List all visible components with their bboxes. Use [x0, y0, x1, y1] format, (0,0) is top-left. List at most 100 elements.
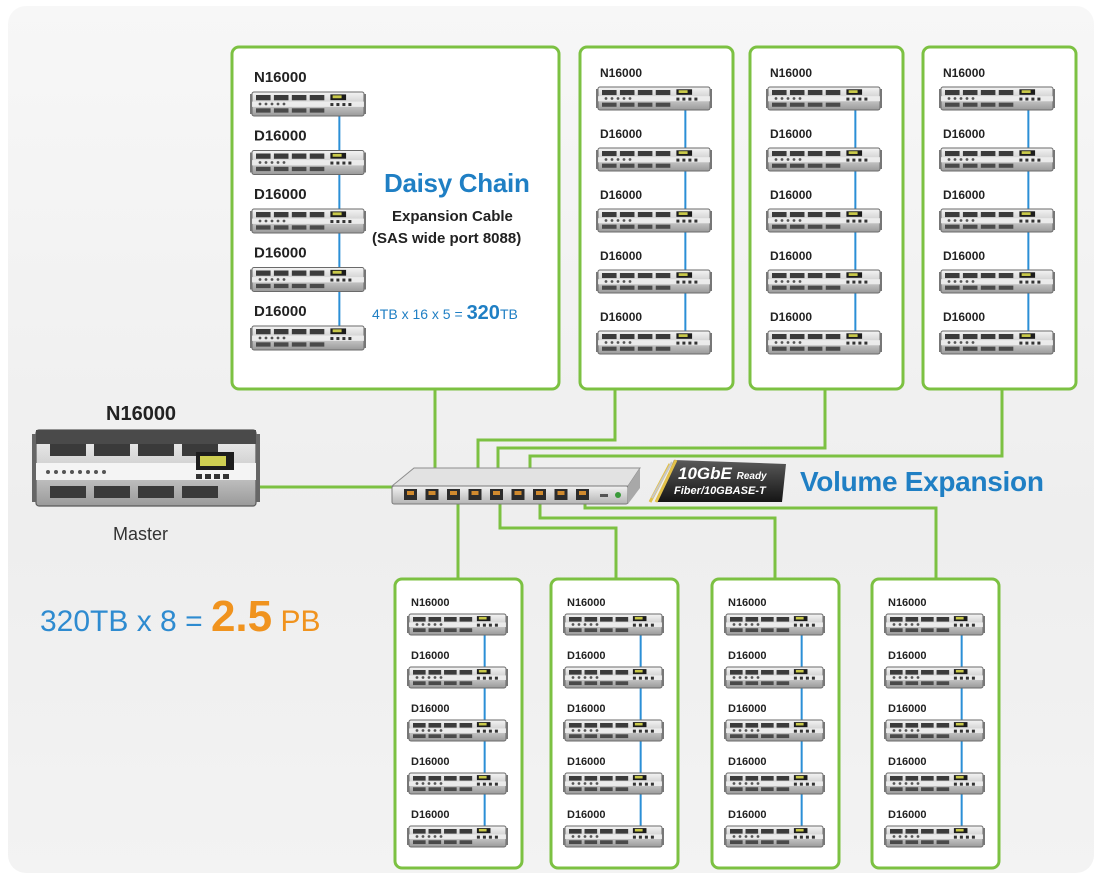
expansion-label: D16000	[888, 650, 927, 662]
switch-port	[447, 489, 460, 500]
expansion-unit	[563, 772, 664, 795]
nas-unit	[724, 613, 825, 636]
expansion-unit	[250, 208, 366, 234]
daisy-chain-title: Daisy Chain	[384, 168, 530, 198]
expansion-unit	[766, 330, 882, 355]
expansion-unit	[563, 825, 664, 848]
status-led	[615, 492, 621, 498]
expansion-label: D16000	[600, 127, 642, 141]
expansion-unit	[596, 269, 712, 294]
expansion-label: D16000	[943, 127, 985, 141]
nas-unit	[939, 86, 1055, 111]
badge-ready: Ready	[736, 471, 767, 482]
expansion-label: D16000	[943, 188, 985, 202]
switch-port	[554, 489, 568, 500]
volume-expansion-title: Volume Expansion	[800, 466, 1044, 497]
network-link	[583, 500, 938, 579]
expansion-unit	[724, 666, 825, 689]
expansion-unit	[407, 666, 508, 689]
badge-10gbe-text: 10GbE Ready	[678, 464, 767, 484]
expansion-label: D16000	[943, 249, 985, 263]
expansion-label: D16000	[728, 703, 767, 715]
expansion-label: D16000	[770, 249, 812, 263]
expansion-label: D16000	[411, 703, 450, 715]
nas-unit	[563, 613, 664, 636]
expansion-unit	[939, 147, 1055, 172]
expansion-unit	[563, 666, 664, 689]
expansion-label: D16000	[411, 809, 450, 821]
expansion-label: D16000	[600, 188, 642, 202]
switch-port	[511, 489, 525, 500]
total-unit: PB	[280, 605, 321, 638]
network-switch	[390, 467, 641, 505]
expansion-unit	[596, 330, 712, 355]
switch-port	[425, 489, 439, 500]
expansion-unit	[563, 719, 664, 742]
expansion-label: D16000	[411, 756, 450, 768]
10gbe-ready-badge: 10GbE Ready Fiber/10GBASE-T	[648, 458, 788, 504]
expansion-unit	[724, 772, 825, 795]
expansion-label: D16000	[728, 756, 767, 768]
capacity-unit: TB	[499, 306, 518, 322]
expansion-label: D16000	[254, 128, 307, 145]
capacity-formula: 4TB x 16 x 5 = 320TB	[372, 302, 518, 325]
expansion-label: D16000	[254, 245, 307, 262]
nas-unit	[250, 91, 366, 117]
expansion-label: D16000	[728, 809, 767, 821]
expansion-label: D16000	[770, 188, 812, 202]
badge-shape	[648, 459, 786, 503]
node-label: N16000	[770, 66, 812, 80]
expansion-unit	[250, 325, 366, 351]
expansion-unit	[884, 719, 985, 742]
expansion-unit	[250, 150, 366, 175]
node-label: N16000	[728, 597, 767, 609]
switch-port	[490, 489, 503, 500]
expansion-unit	[884, 772, 985, 795]
expansion-label: D16000	[254, 303, 307, 320]
node-label: N16000	[567, 597, 606, 609]
expansion-unit	[407, 719, 508, 742]
expansion-unit	[407, 772, 508, 795]
switch-port	[468, 489, 482, 500]
expansion-unit	[766, 208, 882, 233]
expansion-label: D16000	[567, 703, 606, 715]
node-label: N16000	[600, 66, 642, 80]
master-role-label: Master	[113, 524, 169, 544]
nas-unit	[407, 613, 508, 636]
total-value: 2.5	[210, 592, 273, 641]
switch-port	[404, 489, 417, 500]
expansion-unit	[724, 825, 825, 848]
expansion-label: D16000	[770, 310, 812, 324]
network-link	[528, 389, 1004, 470]
expansion-unit	[939, 269, 1055, 294]
expansion-label: D16000	[567, 809, 606, 821]
expansion-unit	[939, 330, 1055, 355]
expansion-unit	[766, 147, 882, 172]
expansion-label: D16000	[770, 127, 812, 141]
node-label: N16000	[943, 66, 985, 80]
expansion-label: D16000	[567, 756, 606, 768]
expansion-unit	[596, 147, 712, 172]
switch-port	[533, 489, 546, 500]
expansion-unit	[766, 269, 882, 294]
badge-fiber-text: Fiber/10GBASE-T	[674, 485, 766, 497]
master-model-label: N16000	[106, 403, 177, 425]
nas-unit	[766, 86, 882, 111]
total-prefix: 320TB x 8 =	[40, 605, 211, 638]
expansion-label: D16000	[600, 249, 642, 263]
expansion-label: D16000	[888, 809, 927, 821]
nas-unit	[884, 613, 985, 636]
expansion-label: D16000	[254, 186, 307, 203]
expansion-unit	[884, 666, 985, 689]
expansion-unit	[596, 208, 712, 233]
nas-unit	[596, 86, 712, 111]
expansion-label: D16000	[888, 703, 927, 715]
badge-10gbe: 10GbE	[678, 464, 732, 483]
capacity-formula-text: 4TB x 16 x 5 =	[372, 306, 467, 322]
expansion-label: D16000	[943, 310, 985, 324]
total-capacity: 320TB x 8 = 2.5 PB	[40, 592, 320, 642]
expansion-unit	[939, 208, 1055, 233]
node-label: N16000	[411, 597, 450, 609]
sas-port-label: (SAS wide port 8088)	[372, 230, 522, 247]
network-link	[538, 500, 777, 579]
